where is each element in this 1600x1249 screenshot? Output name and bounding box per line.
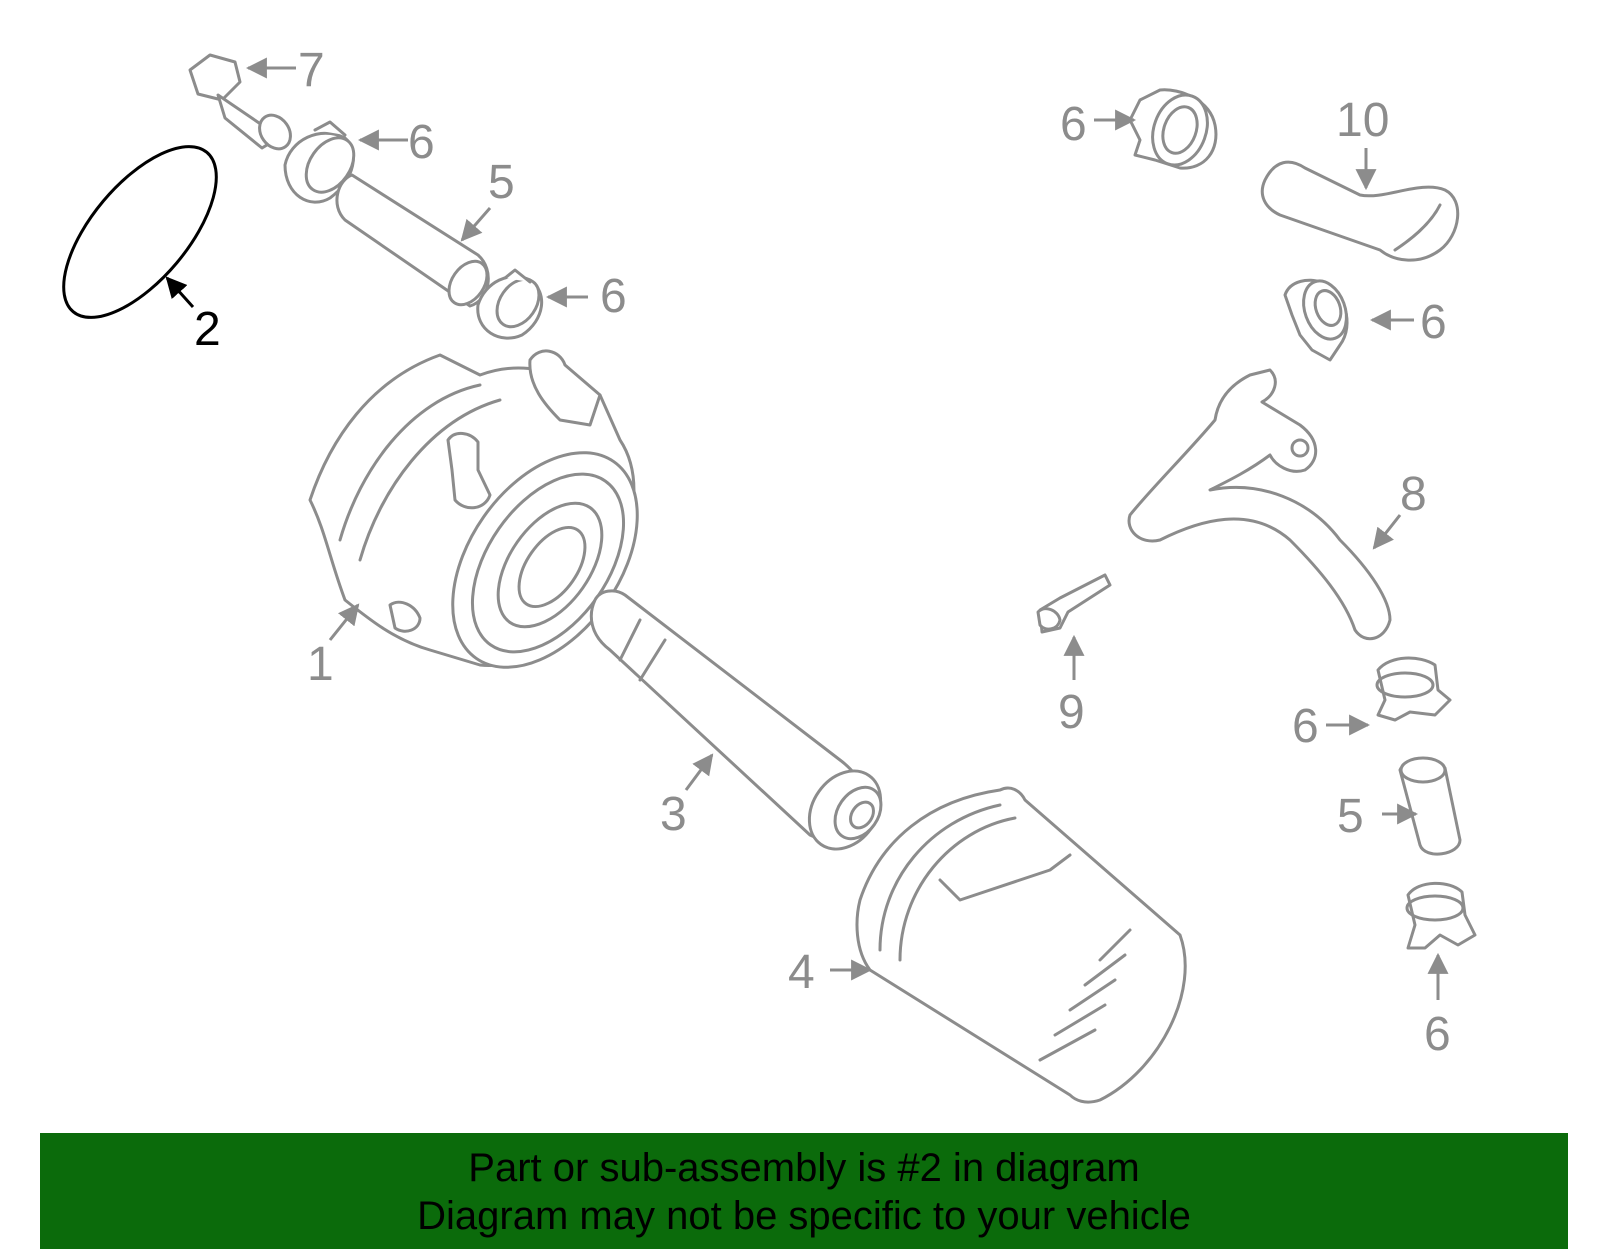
banner-line-disclaimer: Diagram may not be specific to your vehi… (417, 1194, 1191, 1238)
callout-labels: 1 2 3 4 5 5 6 6 6 6 6 6 7 8 9 10 (194, 44, 1451, 1061)
callout-6-right-lower: 6 (1292, 700, 1319, 753)
callout-5-right: 5 (1337, 790, 1364, 843)
part-6-clamp-top-right[interactable] (1128, 87, 1218, 172)
callout-7: 7 (298, 44, 325, 97)
part-6-clamp-top-left[interactable] (283, 120, 364, 204)
part-6-clamp-bottom-right[interactable] (1405, 881, 1477, 950)
callout-9: 9 (1058, 686, 1085, 739)
info-banner: Part or sub-assembly is #2 in diagram Di… (40, 1133, 1568, 1249)
part-6-clamp-right-lower[interactable] (1375, 656, 1452, 722)
part-6-clamp-mid-left[interactable] (476, 268, 548, 340)
callout-2[interactable]: 2 (194, 303, 221, 356)
callout-5-top: 5 (488, 156, 515, 209)
callout-6-right-middle: 6 (1420, 296, 1447, 349)
callout-3: 3 (660, 788, 687, 841)
part-3-connector-tube[interactable] (589, 589, 895, 863)
callout-6-mid-left: 6 (600, 270, 627, 323)
callout-6-top-right: 6 (1060, 98, 1087, 151)
part-2-o-ring[interactable] (36, 121, 243, 342)
callout-arrows (165, 57, 1449, 1000)
callout-8: 8 (1400, 468, 1427, 521)
part-6-clamp-right-middle[interactable] (1283, 275, 1354, 362)
part-8-pipe[interactable] (1127, 368, 1392, 641)
banner-line-part-number: Part or sub-assembly is #2 in diagram (468, 1146, 1140, 1190)
callout-10: 10 (1336, 94, 1389, 147)
part-7-bolt[interactable] (188, 53, 297, 155)
callout-6-bottom-right: 6 (1424, 1008, 1451, 1061)
part-9-bolt[interactable] (1036, 573, 1112, 634)
part-4-oil-filter[interactable] (855, 786, 1187, 1104)
callout-1: 1 (307, 638, 334, 691)
part-5-hose-right[interactable] (1398, 756, 1462, 856)
part-10-hose[interactable] (1260, 160, 1460, 262)
callout-6-top-left: 6 (408, 116, 435, 169)
callout-4: 4 (788, 946, 815, 999)
part-5-hose-top[interactable] (335, 173, 495, 312)
